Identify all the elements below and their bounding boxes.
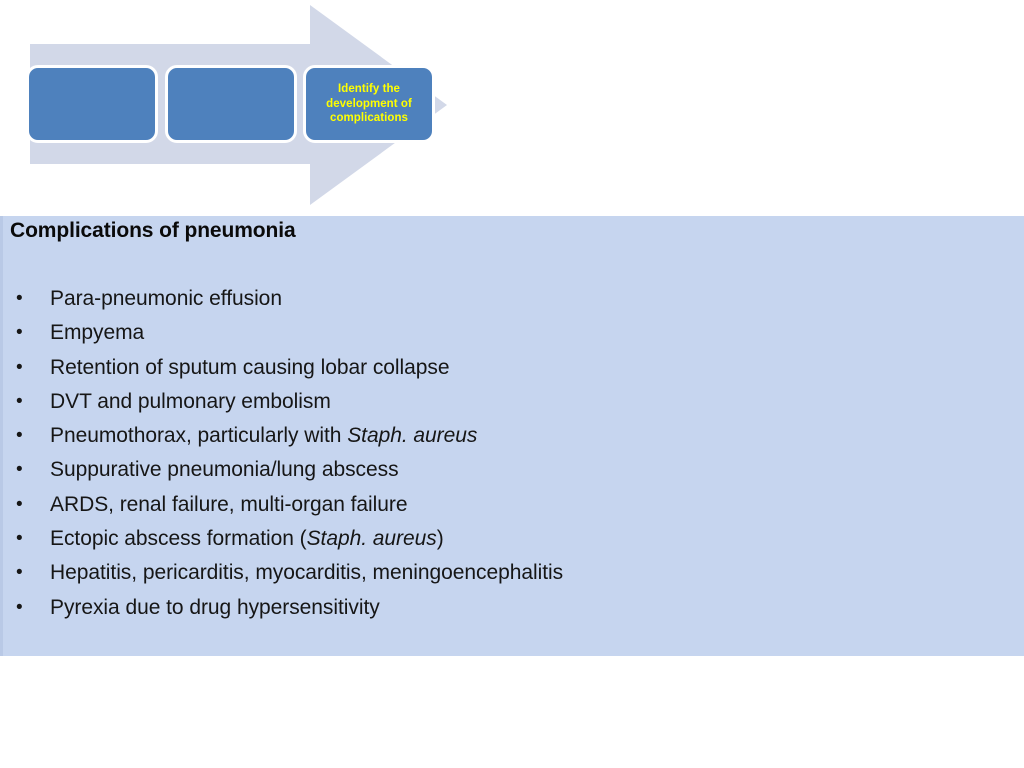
list-item: • Empyema bbox=[8, 316, 1008, 350]
list-item: • Para-pneumonic effusion bbox=[8, 282, 1008, 316]
list-item-label: Pneumothorax, particularly with Staph. a… bbox=[50, 424, 478, 448]
list-item: • Hepatitis, pericarditis, myocarditis, m… bbox=[8, 556, 1008, 590]
bullet-marker: • bbox=[16, 390, 23, 412]
list-item: • DVT and pulmonary embolism bbox=[8, 385, 1008, 419]
process-stage-2[interactable] bbox=[165, 65, 297, 143]
bullet-marker: • bbox=[16, 459, 23, 481]
bullet-marker: • bbox=[16, 322, 23, 344]
page-title: Complications of pneumonia bbox=[10, 219, 296, 242]
bullet-marker: • bbox=[16, 528, 23, 550]
list-item-label: Para-pneumonic effusion bbox=[50, 287, 282, 310]
complications-list: • Para-pneumonic effusion • Empyema • Retenti… bbox=[8, 282, 1008, 625]
list-item: • Retention of sputum causing lobar colla… bbox=[8, 351, 1008, 385]
process-arrow-diagram: Identify the development of complication… bbox=[0, 0, 470, 210]
list-item-label: Ectopic abscess formation (Staph. aureus… bbox=[50, 527, 444, 551]
bullet-marker: • bbox=[16, 288, 23, 309]
process-stage-3-label: Identify the development of complication… bbox=[326, 83, 412, 125]
organism-name: Staph. aureus bbox=[306, 527, 437, 551]
process-stage-1[interactable] bbox=[26, 65, 158, 143]
bullet-marker: • bbox=[16, 356, 23, 378]
list-item: • Suppurative pneumonia/lung abscess bbox=[8, 453, 1008, 487]
content-panel: Complications of pneumonia • Para-pneumon… bbox=[0, 216, 1024, 656]
bullet-marker: • bbox=[16, 562, 23, 584]
list-item-label: DVT and pulmonary embolism bbox=[50, 389, 331, 413]
list-item-label: Pyrexia due to drug hypersensitivity bbox=[50, 595, 380, 619]
bullet-marker: • bbox=[16, 493, 23, 515]
list-item-label: Empyema bbox=[50, 321, 145, 345]
bullet-marker: • bbox=[16, 596, 23, 618]
bullet-marker: • bbox=[16, 425, 23, 447]
list-item-label: Retention of sputum causing lobar collap… bbox=[50, 355, 450, 379]
list-item: • Ectopic abscess formation (Staph. aureu… bbox=[8, 522, 1008, 556]
list-item: • Pneumothorax, particularly with Staph. … bbox=[8, 419, 1008, 453]
list-item-label: ARDS, renal failure, multi-organ failure bbox=[50, 492, 408, 516]
list-item-label: Suppurative pneumonia/lung abscess bbox=[50, 458, 399, 482]
process-stage-3[interactable]: Identify the development of complication… bbox=[303, 65, 435, 143]
organism-name: Staph. aureus bbox=[347, 424, 478, 448]
list-item: • ARDS, renal failure, multi-organ failur… bbox=[8, 488, 1008, 522]
list-item-label: Hepatitis, pericarditis, myocarditis, me… bbox=[50, 561, 564, 585]
panel-left-rule bbox=[0, 216, 3, 656]
list-item: • Pyrexia due to drug hypersensitivity bbox=[8, 591, 1008, 625]
